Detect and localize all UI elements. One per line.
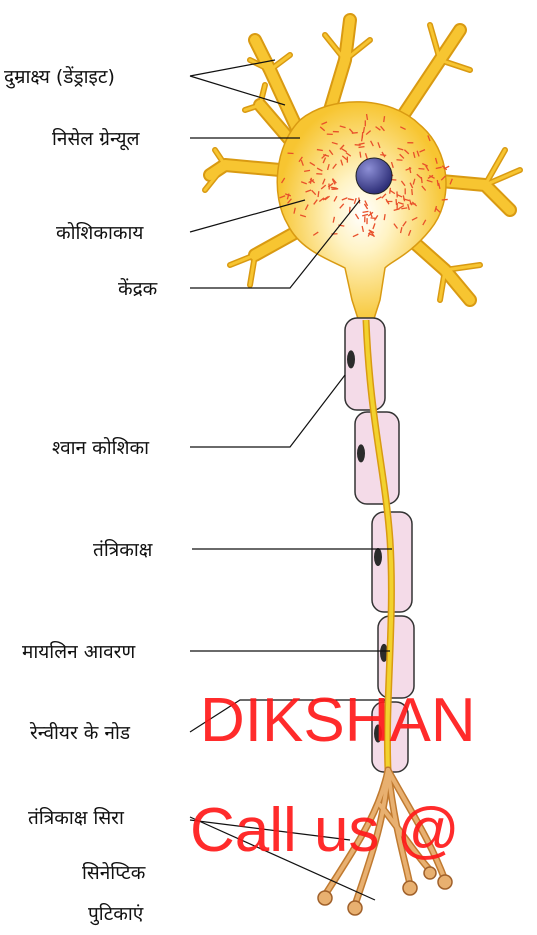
label-cell-body: कोशिकाकाय [56, 222, 143, 244]
nissl-granule [419, 169, 425, 170]
nissl-granule [421, 177, 422, 183]
nissl-granule [359, 147, 365, 148]
label-ranvier: रेन्वीयर के नोड [30, 722, 130, 744]
label-axon-end: तंत्रिकाक्ष सिरा [28, 807, 124, 829]
nissl-granule [371, 218, 377, 219]
label-dendrite: दुम्राक्ष्य (डेंड्राइट) [4, 66, 115, 88]
nissl-granule [360, 152, 361, 158]
label-schwann: श्वान कोशिका [52, 437, 149, 459]
nissl-granule [401, 208, 407, 209]
nucleus [356, 158, 392, 194]
cell-body [277, 102, 446, 325]
schwann-nucleus [374, 548, 382, 566]
nissl-granule [384, 116, 385, 122]
nissl-granule [410, 204, 416, 205]
watermark-line-1: DIKSHAN [200, 690, 476, 752]
nissl-granule [442, 199, 448, 200]
nissl-granule [412, 189, 413, 195]
nissl-granule [362, 132, 363, 138]
nissl-granule [355, 145, 361, 146]
nissl-granule [331, 187, 337, 188]
schwann-nucleus [357, 444, 365, 462]
watermark-line-2: Call us @ [190, 800, 460, 862]
nissl-granule [310, 178, 311, 184]
schwann-nucleus [347, 350, 355, 368]
nissl-granule [318, 191, 319, 197]
nissl-granule [437, 180, 438, 186]
nissl-granule [332, 189, 338, 190]
label-synaptic-1: सिनेप्टिक [82, 862, 145, 884]
label-myelin: मायलिन आवरण [22, 641, 135, 663]
label-nissl: निसेल ग्रेन्यूल [52, 128, 139, 150]
nissl-granule [352, 133, 358, 134]
label-synaptic-2: पुटिकाएं [88, 903, 143, 925]
label-axon: तंत्रिकाक्ष [93, 539, 152, 561]
label-nucleus: केंद्रक [118, 278, 157, 300]
